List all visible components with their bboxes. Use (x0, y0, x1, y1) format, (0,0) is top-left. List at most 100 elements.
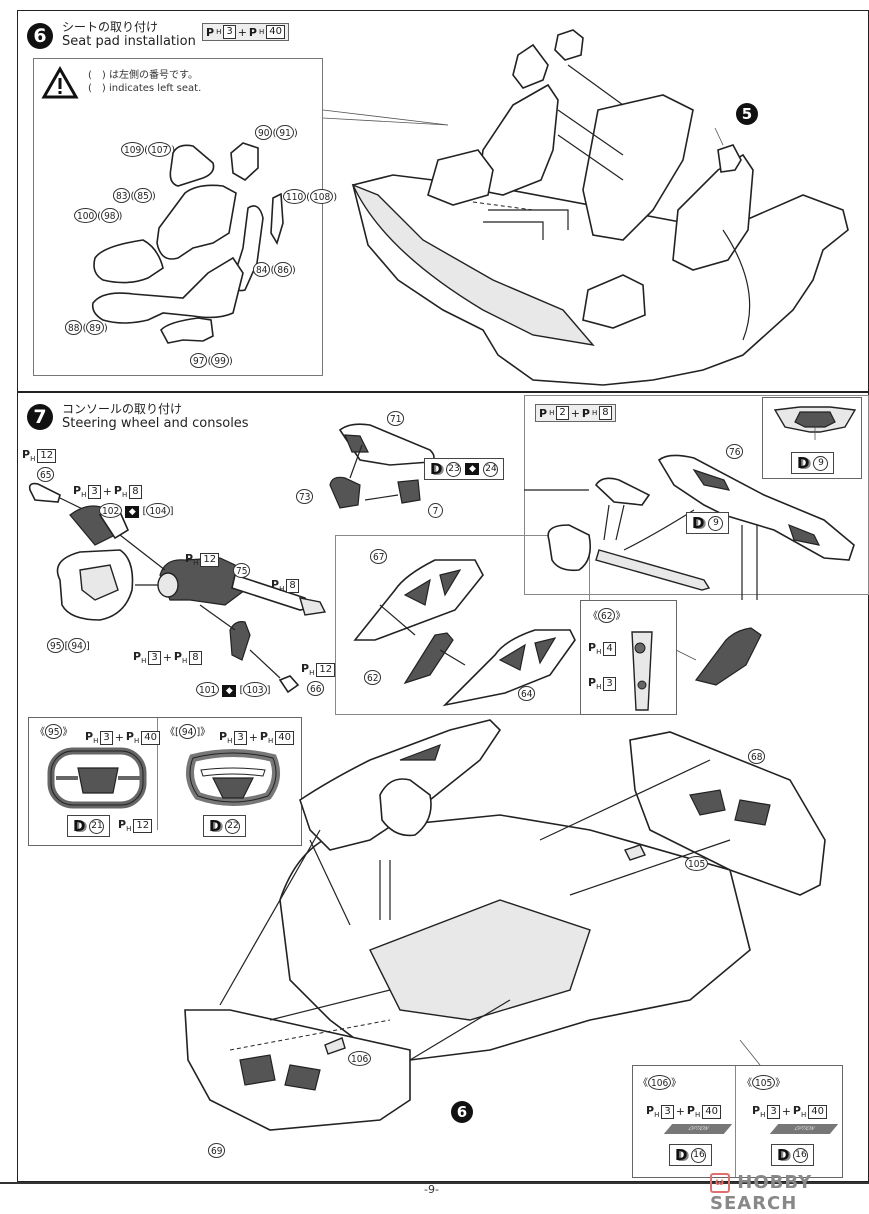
paint-prefix: P (206, 25, 215, 39)
decal-9-b: D 9 (791, 452, 835, 474)
gauge-hood-drawing (329, 423, 435, 509)
inset-62-title: 《62》 (588, 607, 625, 623)
plus-sign: + (114, 731, 124, 745)
label-100-98: 100(98) (74, 208, 122, 223)
headrest-90 (230, 142, 259, 181)
part-number: 84 (253, 262, 271, 277)
paint-prefix: P (173, 650, 182, 663)
paint-sub: H (181, 657, 188, 666)
part-number: 73 (296, 489, 314, 504)
decal-d-icon: D (675, 1146, 688, 1164)
wheel-assembly (547, 524, 592, 572)
decal-d-icon: D (777, 1146, 790, 1164)
seat-cushion-100 (93, 239, 164, 284)
decal-21: D 21 (67, 815, 111, 837)
console-62 (403, 632, 454, 685)
part-number: 83 (113, 188, 131, 203)
paint-code-3: 3 (223, 25, 236, 39)
backrest-83 (156, 184, 237, 260)
step5-reference-marker: 5 (736, 103, 758, 125)
decal-number: 24 (483, 461, 499, 477)
part-number: 67 (370, 549, 388, 564)
paint-prefix: P (588, 641, 597, 654)
label-71: 71 (387, 411, 405, 426)
decal-number: 16 (691, 1147, 707, 1163)
paint-sub: H (591, 409, 598, 417)
part-number: 62 (598, 608, 616, 623)
decal-number: 21 (89, 818, 105, 834)
decal-d-icon: D (73, 817, 86, 835)
paint-sub: H (279, 585, 285, 594)
left-headrest (554, 29, 584, 61)
chassis-door-drawing (184, 719, 826, 1131)
label-73: 73 (296, 489, 314, 504)
part-66-shape (278, 675, 300, 694)
paint-code: 4 (603, 641, 616, 656)
part-number: 106 (648, 1075, 672, 1090)
seat-parts-drawing (91, 142, 284, 344)
part-65-shape (28, 482, 61, 503)
paint-code: 40 (141, 730, 160, 745)
page-number: -9- (424, 1183, 439, 1196)
part-number: 64 (518, 686, 536, 701)
headrest-109 (169, 144, 215, 187)
paint-prefix: P (85, 730, 94, 743)
step6-title-en: Seat pad installation (62, 34, 196, 49)
paint-sub: H (760, 1111, 766, 1120)
paint-code: 3 (661, 1104, 674, 1119)
dashboard-drawing (524, 454, 855, 600)
door-decal-divider (735, 1066, 736, 1177)
swap-icon: ◆ (465, 463, 480, 475)
plus-sign: + (102, 485, 112, 499)
right-seat-cushion (427, 149, 494, 206)
label-65: 65 (37, 467, 55, 482)
seat-bracket-97 (160, 317, 214, 344)
part-number: 102 (99, 503, 123, 518)
label-110-108: 110(108) (283, 189, 337, 204)
paint-prefix: P (125, 730, 134, 743)
plus-sign: + (248, 731, 258, 745)
watermark: ѡ HOBBY SEARCH (710, 1172, 869, 1214)
part-number: 69 (208, 1143, 226, 1158)
decal-22: D 22 (203, 815, 247, 837)
paint-code: 12 (200, 552, 220, 567)
paint-prefix: P (113, 484, 122, 497)
paint-prefix: P (219, 730, 228, 743)
paint-prefix: P (588, 676, 597, 689)
label-62: 62 (364, 670, 382, 685)
part-number: 109 (121, 142, 145, 157)
paint-code: 8 (129, 484, 142, 499)
stalk-101 (229, 621, 251, 661)
paint-sub: H (800, 1111, 807, 1120)
label-7: 7 (428, 503, 443, 518)
part-number: 97 (190, 353, 208, 368)
caution-line-jp: ( ) は左側の番号です。 (88, 70, 198, 81)
part-number: 71 (387, 411, 405, 426)
part-number: 95 (47, 638, 65, 653)
warning-icon (41, 65, 79, 99)
part-number: 99 (211, 353, 229, 368)
caution-text: ( ) は左側の番号です。 ( ) indicates left seat. (88, 69, 201, 95)
paint-code-40: 40 (266, 25, 285, 39)
part-number: 106 (348, 1051, 372, 1066)
gauge-73 (329, 476, 361, 509)
label-105: 105 (685, 856, 709, 871)
cockpit-floor (369, 899, 591, 1021)
decal-d-icon: D (209, 817, 222, 835)
part-number: 62 (364, 670, 382, 685)
plus-sign: + (570, 406, 580, 420)
paint-prefix: P (22, 448, 31, 461)
inset-94-title: 《[94]》 (165, 723, 210, 739)
chassis-front-edge (351, 183, 595, 347)
paint-sub: H (596, 683, 602, 692)
label-68: 68 (748, 749, 766, 764)
label-84-86: 84(86) (253, 262, 296, 277)
part-number: 90 (255, 125, 273, 140)
paint-code: 12 (133, 818, 153, 833)
part-number: 105 (685, 856, 709, 871)
